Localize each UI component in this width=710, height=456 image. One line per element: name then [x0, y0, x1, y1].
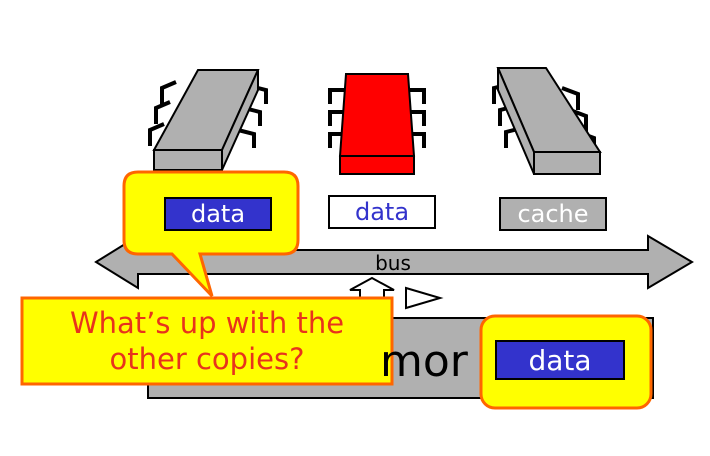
memory-data-label: data [495, 340, 625, 380]
processor-chip-3 [492, 67, 602, 175]
processor-3-cache-label: cache [499, 197, 607, 231]
processor-chip-1 [148, 69, 268, 171]
processor-2-cache-label: data [328, 195, 436, 229]
callout-question-line2: other copies? [109, 342, 305, 376]
callout-question-box [20, 296, 394, 386]
memory-label: mor [380, 335, 468, 387]
callout-question-text: What’s up with the other copies? [24, 305, 390, 377]
callout-question-line1: What’s up with the [69, 306, 345, 340]
processor-1-cache-label: data [164, 197, 272, 231]
memory-bus-connector-right [405, 286, 444, 310]
processor-chip-2 [328, 73, 426, 175]
callout-balloon-left [122, 170, 300, 298]
bus-label: bus [375, 251, 411, 275]
